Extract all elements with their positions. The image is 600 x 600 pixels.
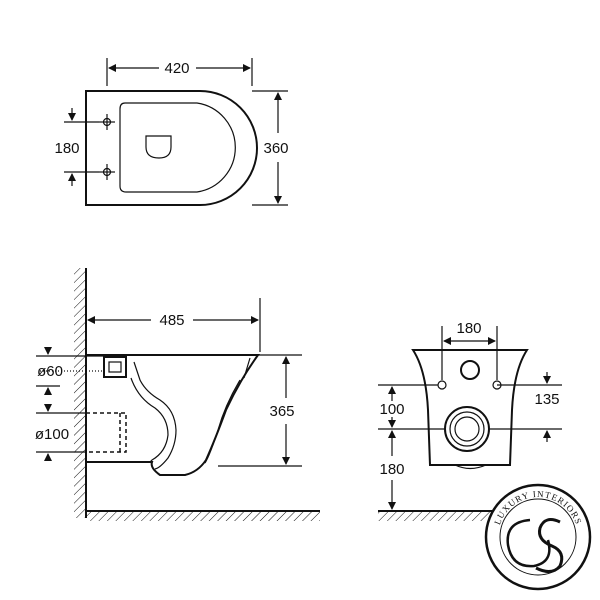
side-view-wall <box>74 268 86 518</box>
side-view-height-label: 365 <box>269 403 294 420</box>
side-view-outlet-pipe <box>86 412 127 453</box>
side-view-bowl-outline <box>86 354 260 476</box>
side-view-trap <box>130 377 169 463</box>
top-view: 420 360 180 <box>54 58 289 206</box>
top-view-bowl-inner <box>119 102 236 193</box>
top-view-width-label: 420 <box>164 60 189 77</box>
rear-view-fixing-hole-left <box>437 380 447 390</box>
rear-view-inlet <box>460 360 480 380</box>
top-view-fixing-hole-lower <box>99 164 115 180</box>
rear-view-floor <box>378 511 568 521</box>
top-view-holes-label: 180 <box>54 140 79 157</box>
rear-view-holes-spacing-label: 180 <box>456 320 481 337</box>
rear-view-outlet-offset-label: 100 <box>379 401 404 418</box>
brand-logo: LUXURY INTERIORS <box>484 483 592 591</box>
top-view-bowl-outline <box>85 90 258 206</box>
top-view-flush-hole <box>145 135 172 159</box>
side-view-bowl-inner <box>133 361 177 470</box>
top-view-depth-label: 360 <box>263 140 288 157</box>
side-view-inlet-label: ø60 <box>37 363 63 380</box>
rear-view-floor-height-label: 180 <box>379 461 404 478</box>
side-view-floor <box>86 511 320 521</box>
side-view-length-label: 485 <box>159 312 184 329</box>
side-view: 485 365 ø60 ø100 <box>35 268 320 521</box>
monogram-logo-icon <box>506 518 564 573</box>
top-view-fixing-hole-upper <box>99 114 115 130</box>
rear-view-outlet <box>444 406 490 452</box>
side-view-inlet-pipe <box>103 356 127 378</box>
rear-view-upper-height-label: 135 <box>534 391 559 408</box>
rear-view-bowl-outline <box>411 349 529 466</box>
side-view-outlet-label: ø100 <box>35 426 69 443</box>
